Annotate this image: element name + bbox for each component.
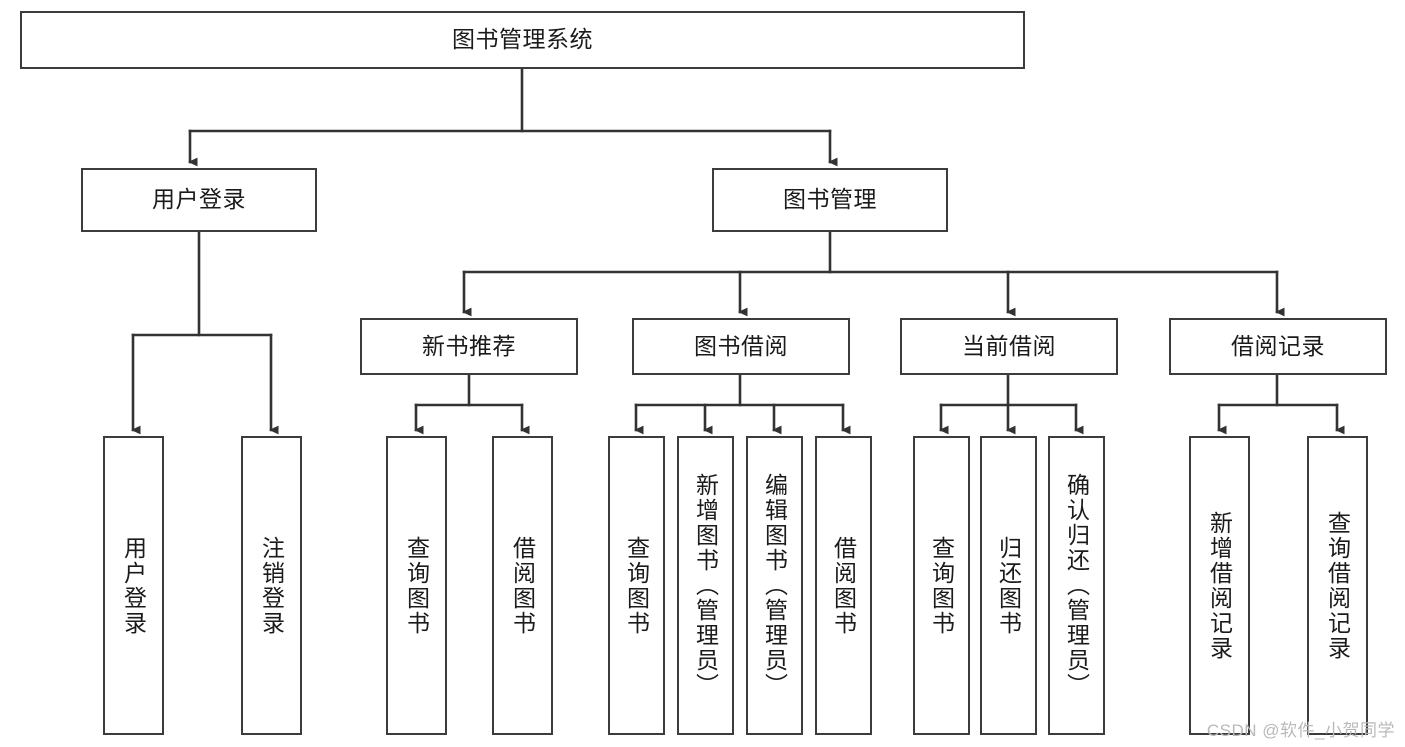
node-book-borrow[interactable]: 图书借阅	[632, 318, 850, 375]
node-leaf-query-book-1-label: 查询图书	[403, 535, 430, 636]
node-book-manage[interactable]: 图书管理	[712, 168, 948, 232]
watermark-text: CSDN @软件_小贺同学	[1206, 721, 1395, 740]
node-leaf-borrow-book-2-label: 借阅图书	[830, 535, 857, 636]
node-leaf-query-book-3[interactable]: 查询图书	[913, 436, 970, 735]
node-leaf-query-book-3-label: 查询图书	[928, 535, 955, 636]
node-leaf-edit-book[interactable]: 编辑图书（管理员）	[746, 436, 803, 735]
node-root-label: 图书管理系统	[452, 26, 593, 53]
node-current-borrow-label: 当前借阅	[962, 332, 1056, 359]
node-leaf-logout-login-label: 注销登录	[258, 535, 285, 636]
node-leaf-user-login-label: 用户登录	[120, 535, 147, 636]
node-current-borrow[interactable]: 当前借阅	[900, 318, 1118, 375]
node-leaf-query-book-1[interactable]: 查询图书	[386, 436, 447, 735]
node-leaf-add-record[interactable]: 新增借阅记录	[1189, 436, 1250, 735]
node-leaf-add-book-label: 新增图书（管理员）	[692, 473, 719, 698]
node-new-book-recommend[interactable]: 新书推荐	[360, 318, 578, 375]
node-leaf-user-login[interactable]: 用户登录	[103, 436, 164, 735]
node-borrow-record-label: 借阅记录	[1231, 332, 1325, 359]
node-leaf-add-book[interactable]: 新增图书（管理员）	[677, 436, 734, 735]
node-leaf-return-book-label: 归还图书	[995, 535, 1022, 636]
node-user-login[interactable]: 用户登录	[81, 168, 317, 232]
node-book-manage-label: 图书管理	[783, 186, 877, 213]
node-leaf-borrow-book-2[interactable]: 借阅图书	[815, 436, 872, 735]
node-leaf-edit-book-label: 编辑图书（管理员）	[761, 473, 788, 698]
node-leaf-logout-login[interactable]: 注销登录	[241, 436, 302, 735]
node-leaf-query-record-label: 查询借阅记录	[1324, 510, 1351, 661]
node-leaf-query-record[interactable]: 查询借阅记录	[1307, 436, 1368, 735]
node-root[interactable]: 图书管理系统	[20, 11, 1025, 69]
node-borrow-record[interactable]: 借阅记录	[1169, 318, 1387, 375]
node-leaf-confirm-return[interactable]: 确认归还（管理员）	[1048, 436, 1105, 735]
node-new-book-recommend-label: 新书推荐	[422, 332, 516, 359]
node-user-login-label: 用户登录	[152, 186, 246, 213]
node-leaf-borrow-book-1-label: 借阅图书	[509, 535, 536, 636]
node-leaf-borrow-book-1[interactable]: 借阅图书	[492, 436, 553, 735]
node-leaf-query-book-2[interactable]: 查询图书	[608, 436, 665, 735]
node-leaf-confirm-return-label: 确认归还（管理员）	[1063, 473, 1090, 698]
node-leaf-query-book-2-label: 查询图书	[623, 535, 650, 636]
node-leaf-add-record-label: 新增借阅记录	[1206, 510, 1233, 661]
node-book-borrow-label: 图书借阅	[694, 332, 788, 359]
node-leaf-return-book[interactable]: 归还图书	[980, 436, 1037, 735]
